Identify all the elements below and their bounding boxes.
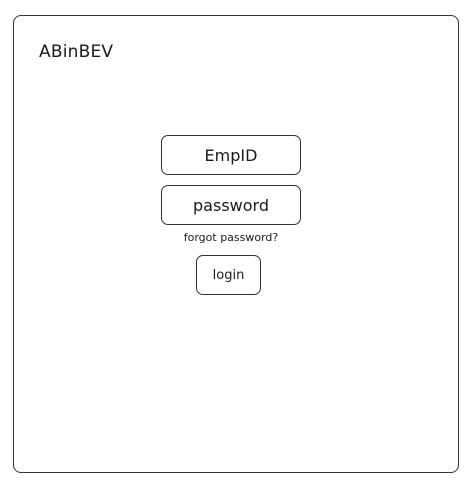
password-input[interactable] xyxy=(162,186,300,224)
login-window xyxy=(13,15,459,473)
forgot-password-link[interactable]: forgot password? xyxy=(183,231,279,244)
brand-logo: ABinBEV xyxy=(39,42,114,62)
password-field-box[interactable] xyxy=(161,185,301,225)
empid-input[interactable] xyxy=(162,136,300,174)
login-button[interactable]: login xyxy=(196,255,261,295)
empid-field-box[interactable] xyxy=(161,135,301,175)
